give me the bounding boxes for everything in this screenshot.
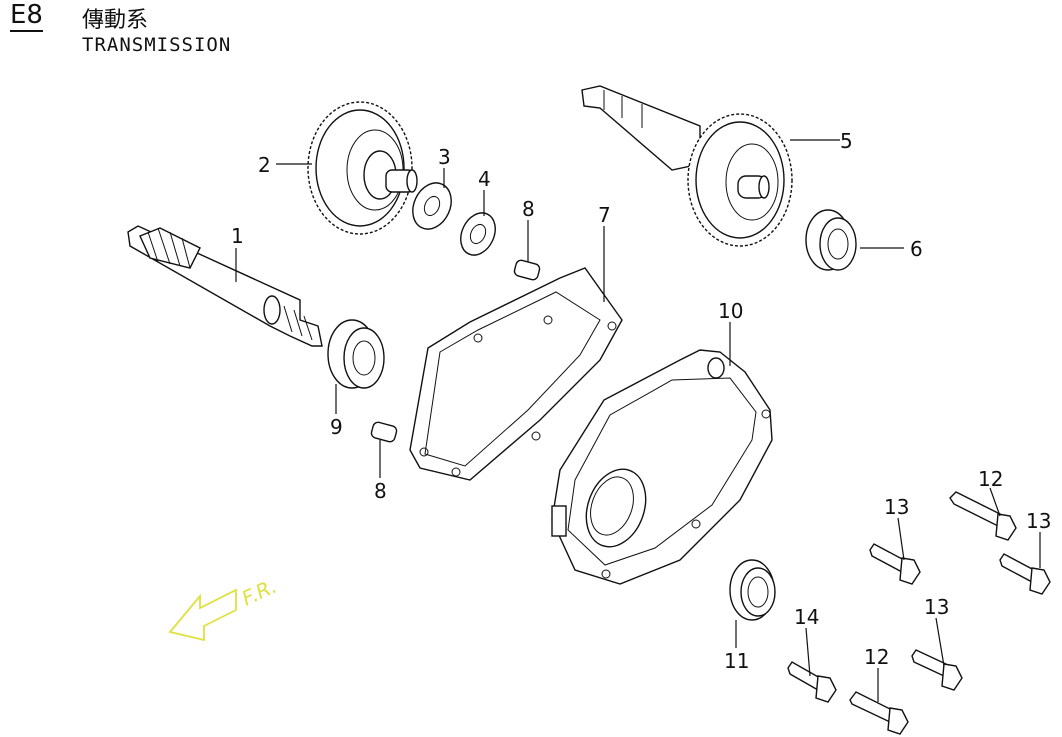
callout-14: 14 <box>794 605 819 629</box>
part-13-bolt-c <box>911 649 963 691</box>
callout-12-lower: 12 <box>864 645 889 669</box>
callout-4: 4 <box>478 167 491 191</box>
section-code: E8 <box>10 0 43 32</box>
part-14-bolt <box>787 661 837 703</box>
callout-11: 11 <box>724 649 749 673</box>
callout-8-upper: 8 <box>522 197 535 221</box>
callout-7: 7 <box>598 203 611 227</box>
part-9-bearing <box>327 319 385 389</box>
part-1-input-shaft <box>127 225 323 347</box>
front-direction-label: F.R. <box>238 574 280 611</box>
title-english: TRANSMISSION <box>82 34 232 56</box>
callout-3: 3 <box>438 145 451 169</box>
title-chinese: 傳動系 <box>82 8 149 33</box>
part-13-bolt-a <box>869 543 921 585</box>
callout-2: 2 <box>258 153 271 177</box>
part-8-dowel-pin-lower <box>370 421 398 443</box>
callout-13-a: 13 <box>884 495 909 519</box>
callout-labels: 1 2 3 4 5 6 7 8 8 9 10 11 12 12 13 13 13… <box>231 129 1051 673</box>
callout-12-upper: 12 <box>978 467 1003 491</box>
part-10-transmission-cover <box>551 349 773 585</box>
callout-6: 6 <box>910 237 923 261</box>
leader-lines <box>235 139 1041 702</box>
part-4-washer <box>460 212 496 256</box>
part-6-bearing <box>805 209 857 271</box>
part-2-gear <box>307 101 418 235</box>
part-3-washer <box>412 182 452 230</box>
part-7-gasket <box>409 267 623 481</box>
part-8-dowel-pin-upper <box>513 259 541 281</box>
callout-13-b: 13 <box>1026 509 1051 533</box>
callout-1: 1 <box>231 224 244 248</box>
front-direction-arrow: F.R. <box>168 574 280 642</box>
callout-13-c: 13 <box>924 595 949 619</box>
part-13-bolt-b <box>999 553 1051 595</box>
callout-5: 5 <box>840 129 853 153</box>
callout-10: 10 <box>718 299 743 323</box>
part-12-bolt-lower <box>849 691 909 735</box>
part-11-oil-seal <box>729 559 776 621</box>
callout-8-lower: 8 <box>374 479 387 503</box>
part-12-bolt-upper <box>949 491 1017 541</box>
callout-9: 9 <box>330 415 343 439</box>
part-5-output-shaft-gear <box>581 85 793 247</box>
